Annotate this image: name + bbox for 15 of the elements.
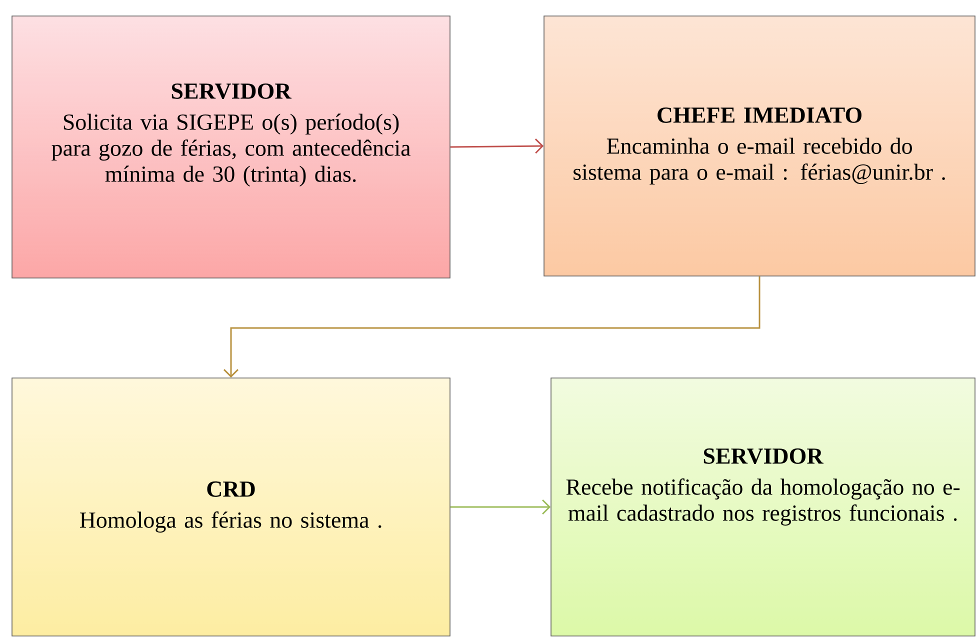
node-label: Homologa as férias no sistema .	[80, 511, 382, 533]
process-box	[544, 16, 976, 276]
process-box	[550, 378, 976, 636]
node-label: Recebe notificação da homologação no e-mail cadastrado nos registros funcionais .	[566, 478, 960, 526]
arrow	[223, 276, 760, 378]
node-label: Encaminha o e-mail recebido do sistema para o e-mail : férias@unir.br .	[574, 138, 945, 185]
node-label: SERVIDOR	[704, 448, 824, 464]
arrow	[450, 499, 551, 515]
process-box	[12, 378, 450, 636]
arrow	[450, 138, 544, 154]
process-box	[12, 16, 450, 278]
node-label: SERVIDOR	[172, 83, 292, 100]
node-label: CHEFE IMEDIATO	[658, 107, 862, 123]
node-label: CRD	[207, 481, 255, 497]
node-label: Solicita via SIGEPE o(s) período(s) para gozo de férias, com antecedência mínima de 30 (trinta) dias.	[52, 114, 410, 187]
